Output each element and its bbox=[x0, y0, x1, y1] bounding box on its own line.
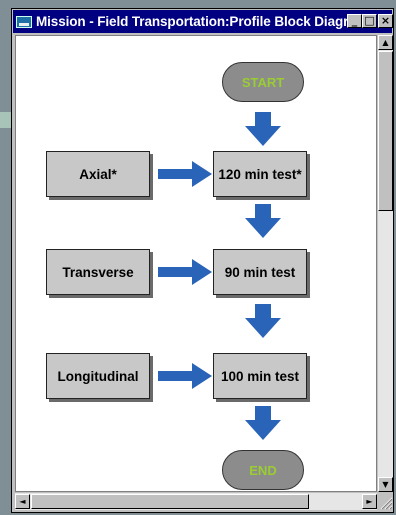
vertical-scrollbar[interactable]: ▲ ▼ bbox=[378, 35, 393, 492]
transverse-box[interactable]: Transverse bbox=[46, 249, 150, 295]
down-arrow-4 bbox=[245, 406, 281, 440]
axial-box[interactable]: Axial* bbox=[46, 151, 150, 197]
app-icon[interactable] bbox=[16, 15, 32, 28]
title-bar[interactable]: Mission - Field Transportation:Profile B… bbox=[13, 10, 393, 33]
resize-grip[interactable] bbox=[378, 493, 393, 510]
scroll-right-button[interactable]: ► bbox=[362, 494, 377, 509]
scroll-down-button[interactable]: ▼ bbox=[378, 477, 393, 492]
diagram-canvas[interactable]: START Axial* 120 min test* Transverse 90… bbox=[15, 35, 377, 492]
diagram-window: Mission - Field Transportation:Profile B… bbox=[11, 8, 394, 513]
horizontal-scrollbar[interactable]: ◄ ► bbox=[15, 493, 377, 510]
test-box-100[interactable]: 100 min test bbox=[213, 353, 307, 399]
right-arrow-1 bbox=[158, 161, 212, 187]
maximize-button[interactable]: □ bbox=[362, 14, 377, 28]
longitudinal-box[interactable]: Longitudinal bbox=[46, 353, 150, 399]
horizontal-scroll-thumb[interactable] bbox=[31, 494, 309, 509]
minimize-button[interactable]: _ bbox=[347, 14, 362, 28]
test-box-90[interactable]: 90 min test bbox=[213, 249, 307, 295]
background-strip bbox=[0, 112, 14, 128]
right-arrow-3 bbox=[158, 363, 212, 389]
window-title: Mission - Field Transportation:Profile B… bbox=[36, 14, 368, 29]
test-box-120[interactable]: 120 min test* bbox=[213, 151, 307, 197]
down-arrow-3 bbox=[245, 304, 281, 338]
resize-grip-icon bbox=[380, 497, 393, 510]
start-node[interactable]: START bbox=[222, 62, 304, 102]
scroll-up-button[interactable]: ▲ bbox=[378, 35, 393, 50]
end-node[interactable]: END bbox=[222, 450, 304, 490]
down-arrow-2 bbox=[245, 204, 281, 238]
right-arrow-2 bbox=[158, 259, 212, 285]
vertical-scroll-thumb[interactable] bbox=[378, 51, 393, 211]
down-arrow-1 bbox=[245, 112, 281, 146]
close-button[interactable]: × bbox=[378, 14, 393, 28]
scroll-left-button[interactable]: ◄ bbox=[15, 494, 30, 509]
